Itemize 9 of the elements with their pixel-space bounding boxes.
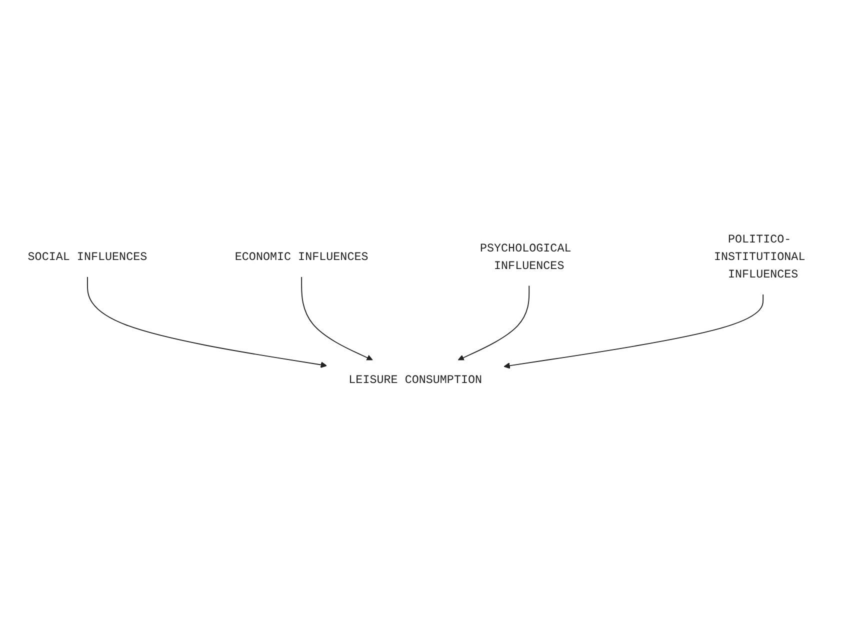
node-text: ECONOMIC INFLUENCES bbox=[234, 250, 368, 264]
node-text: PSYCHOLOGICAL INFLUENCES bbox=[480, 242, 572, 272]
arrow bbox=[87, 276, 327, 368]
arrow bbox=[458, 284, 530, 360]
node-text: POLITICO- INSTITUTIONAL INFLUENCES bbox=[714, 232, 806, 281]
arrow bbox=[504, 294, 764, 369]
node-text: SOCIAL INFLUENCES bbox=[28, 250, 148, 264]
node-text: LEISURE CONSUMPTION bbox=[348, 373, 482, 386]
arrow bbox=[301, 276, 373, 360]
